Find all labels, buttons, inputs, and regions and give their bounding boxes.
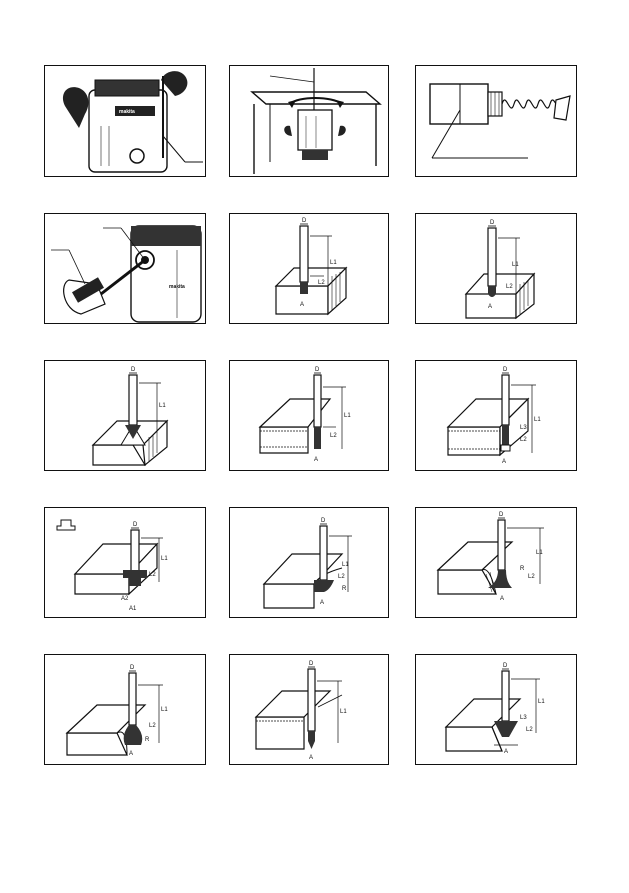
fig-bit-chamfer: D L1 L3 L2 A	[415, 654, 577, 765]
fig-bit-straight: D L1 L2 A	[229, 213, 389, 324]
label-l1: L1	[159, 403, 166, 409]
fig-router-under-table	[229, 65, 389, 177]
label-l1: L1	[342, 562, 349, 568]
label-d: D	[503, 663, 508, 669]
label-a: A	[488, 304, 492, 310]
brush-illustration	[429, 83, 571, 159]
fig-bit-cove: D L1 R L2 A	[415, 507, 577, 618]
label-l2: L2	[338, 574, 345, 580]
label-l1: L1	[538, 699, 545, 705]
cap-illustration: makita	[51, 225, 202, 323]
label-l1: L1	[340, 709, 347, 715]
label-d: D	[490, 220, 495, 226]
label-l1: L1	[330, 260, 337, 266]
bit-diagram: D L1 R L2 A	[436, 512, 544, 602]
label-l1: L1	[344, 413, 351, 419]
table-illustration	[250, 68, 382, 174]
label-d: D	[309, 661, 314, 667]
fig-brush-holder-cap: makita	[44, 213, 206, 324]
label-a: A	[500, 596, 504, 602]
label-d: D	[130, 665, 135, 671]
label-l2: L2	[506, 284, 513, 290]
fig-bit-drill-point: D L1 A	[229, 654, 389, 765]
label-d: D	[499, 512, 504, 518]
label-a: A	[129, 751, 133, 757]
bit-diagram: D L1 L2 R A	[262, 518, 352, 609]
router-illustration: makita	[62, 71, 203, 173]
bit-diagram: D L1 A	[254, 661, 347, 761]
fig-bit-flush-trim-bearing: D L1 L3 L2 A	[415, 360, 577, 471]
bit-diagram: D L1 L2 A2 A1	[56, 519, 168, 612]
label-l1: L1	[161, 556, 168, 562]
label-d: D	[131, 367, 136, 373]
label-l1: L1	[536, 550, 543, 556]
brand-plate	[115, 106, 155, 116]
label-l1: L1	[534, 417, 541, 423]
fig-router-depth-adjust: makita	[44, 65, 206, 177]
label-a: A	[502, 459, 506, 465]
fig-bit-corner-round: D L1 L2 R A	[229, 507, 389, 618]
label-r: R	[520, 566, 525, 572]
label-l2: L2	[520, 437, 527, 443]
bit-diagram: D L1 L3 L2 A	[444, 663, 545, 755]
label-r: R	[342, 586, 347, 592]
label-l2: L2	[330, 433, 337, 439]
fig-bit-flush-trim: D L1 L2 A	[229, 360, 389, 471]
label-l3: L3	[520, 715, 527, 721]
label-a: A	[504, 749, 508, 755]
fig-bit-u-groove: D L1 L2 A	[415, 213, 577, 324]
bit-diagram: D L1 L2 A	[258, 367, 351, 463]
label-a2: A2	[121, 596, 129, 602]
label-d: D	[503, 367, 508, 373]
label-l1: L1	[161, 707, 168, 713]
label-a: A	[314, 457, 318, 463]
label-a: A	[320, 600, 324, 606]
label-a1: A1	[129, 606, 137, 612]
label-l2: L2	[149, 572, 156, 578]
label-l2: L2	[526, 727, 533, 733]
label-a: A	[300, 302, 304, 308]
bit-diagram: D L1 L2 A	[274, 218, 348, 316]
fig-bit-v-groove: D L1	[44, 360, 206, 471]
fig-carbon-brush	[415, 65, 577, 177]
bit-diagram: D L1	[91, 367, 169, 467]
bit-diagram: D L1 L2 R A	[65, 665, 168, 757]
label-d: D	[302, 218, 307, 224]
label-l3: L3	[520, 425, 527, 431]
label-d: D	[133, 522, 138, 528]
label-l2: L2	[528, 574, 535, 580]
bit-diagram: D L1 L2 A	[464, 220, 536, 320]
label-d: D	[321, 518, 326, 524]
label-l1: L1	[512, 262, 519, 268]
label-r: R	[145, 737, 150, 743]
label-d: D	[315, 367, 320, 373]
brand-label: makita	[119, 109, 135, 115]
label-l2: L2	[318, 280, 325, 286]
bit-diagram: D L1 L3 L2 A	[446, 367, 541, 465]
profile-icon	[56, 519, 76, 531]
fig-bit-roman-ogee: D L1 L2 R A	[44, 654, 206, 765]
label-l2: L2	[149, 723, 156, 729]
fig-bit-dovetail: D L1 L2 A2 A1	[44, 507, 206, 618]
label-a: A	[309, 755, 313, 761]
